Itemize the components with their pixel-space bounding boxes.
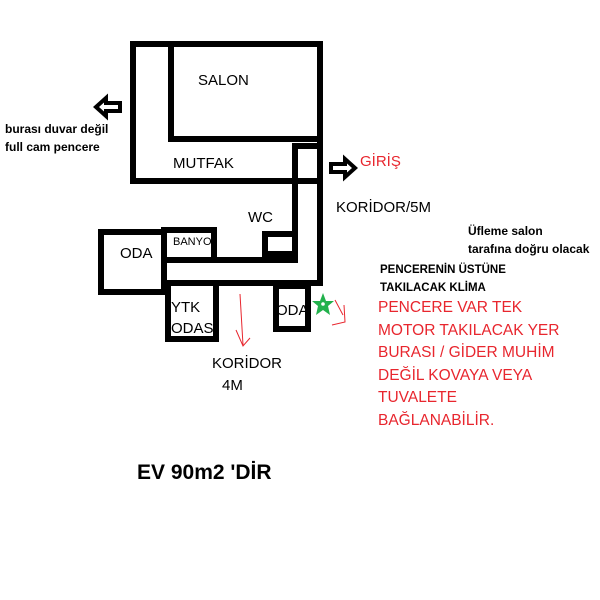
banyo-wall — [161, 227, 217, 263]
red-note-line: DEĞİL KOVAYA VEYA — [378, 366, 533, 384]
oda-right-wall — [273, 283, 311, 332]
red-note-line: MOTOR TAKILACAK YER — [378, 321, 560, 339]
glass-arrow-icon — [93, 93, 122, 121]
house-size-label: EV 90m2 'DİR — [137, 461, 272, 484]
corridor-top-wall — [292, 143, 323, 181]
airflow-note-2: tarafına doğru olacak — [468, 242, 590, 256]
entrance-label: GİRİŞ — [360, 153, 401, 170]
red-note-line: BAĞLANABİLİR. — [378, 411, 495, 429]
ac-note-2: TAKILACAK KLİMA — [380, 282, 486, 294]
room-mutfak: MUTFAK — [173, 155, 234, 172]
oda-left-wall — [98, 229, 167, 295]
room-oda-right: ODA — [276, 302, 309, 319]
room-ytk-1: YTK — [171, 299, 201, 316]
room-banyo: BANYO — [173, 236, 212, 248]
red-note: PENCERE VAR TEK MOTOR TAKILACAK YER BURA… — [378, 297, 559, 432]
red-note-line: PENCERE VAR TEK — [378, 299, 523, 316]
room-ytk-2: ODASI — [171, 320, 218, 337]
room-wc: WC — [248, 209, 273, 226]
glass-note-2: full cam pencere — [5, 140, 100, 154]
down-arrow-icon — [235, 293, 251, 347]
airflow-note-1: Üfleme salon — [468, 224, 543, 238]
wc-fixture — [262, 231, 298, 257]
salon-wall — [168, 41, 323, 142]
corridor-vertical-label: KORİDOR/5M — [336, 199, 432, 216]
ytk-wall — [165, 280, 219, 342]
glass-note-1: burası duvar değil — [5, 122, 109, 136]
red-note-line: TUVALETE — [378, 389, 457, 406]
ac-note-1: PENCERENİN ÜSTÜNE — [380, 264, 506, 276]
drain-arrow-icon — [331, 299, 346, 326]
room-oda-left: ODA — [120, 245, 153, 262]
walls — [98, 41, 323, 342]
room-salon: SALON — [198, 72, 249, 89]
corridor-horizontal-1: KORİDOR — [212, 355, 283, 372]
red-arrows — [235, 293, 346, 347]
corridor-horizontal-2: 4M — [222, 377, 243, 394]
entrance-arrow-icon — [329, 154, 358, 182]
red-note-line: BURASI / GİDER MUHİM — [378, 344, 555, 361]
